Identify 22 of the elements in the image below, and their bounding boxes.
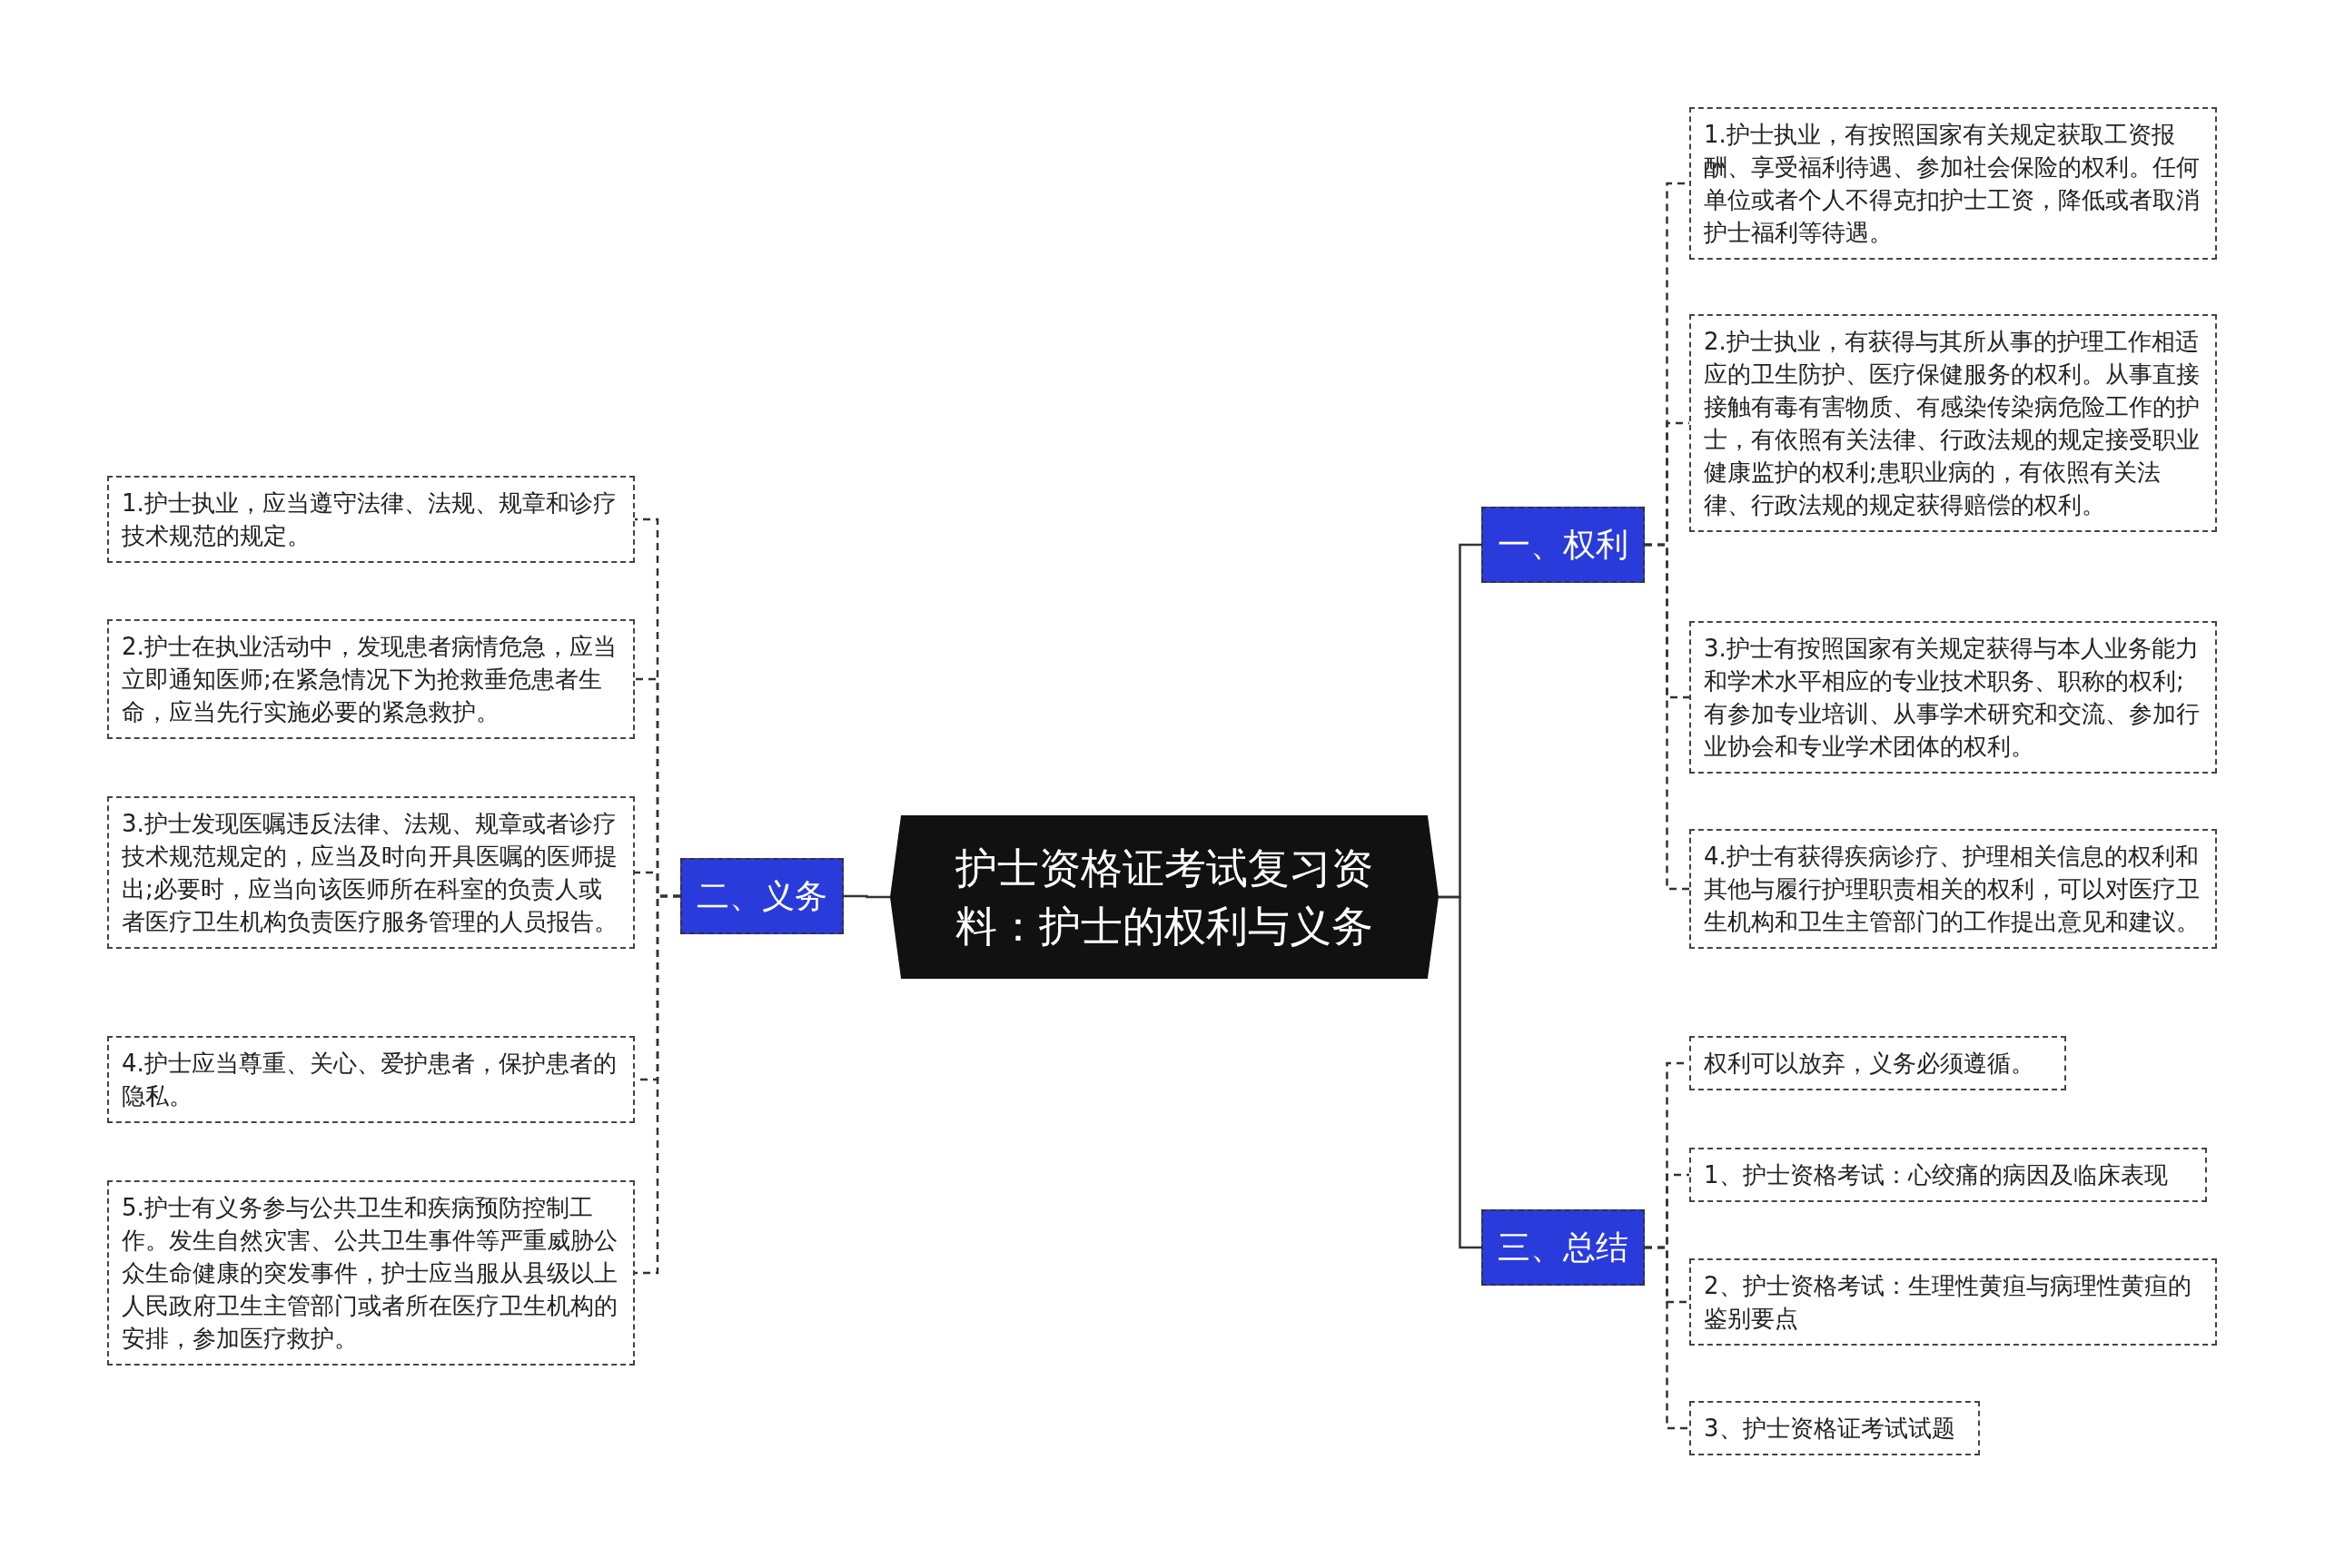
- leaf-topic: 2.护士执业，有获得与其所从事的护理工作相适应的卫生防护、医疗保健服务的权利。从事直接接触有毒有害物质、有感染传染病危险工作的护士，有依照有关法律、行政法规的规定接受职业健康监护的权利;患职业病的，有依照有关法律、行政法规的规定获得赔偿的权利。: [1689, 314, 2217, 532]
- leaf-topic: 1、护士资格考试：心绞痛的病因及临床表现: [1689, 1148, 2207, 1202]
- leaf-topic: 1.护士执业，应当遵守法律、法规、规章和诊疗技术规范的规定。: [107, 476, 635, 563]
- leaf-topic: 1.护士执业，有按照国家有关规定获取工资报酬、享受福利待遇、参加社会保险的权利。任何单位或者个人不得克扣护士工资，降低或者取消护士福利等待遇。: [1689, 107, 2217, 260]
- branch-topic: 一、权利: [1481, 507, 1645, 583]
- connector-line: [1645, 543, 1689, 891]
- central-topic: 护士资格证考试复习资料：护士的权利与义务: [890, 815, 1439, 979]
- connector-line: [1439, 895, 1481, 1249]
- branch-topic: 二、义务: [680, 858, 844, 934]
- leaf-topic: 4.护士有获得疾病诊疗、护理相关信息的权利和其他与履行护理职责相关的权利，可以对医疗卫生机构和卫生主管部门的工作提出意见和建议。: [1689, 829, 2217, 949]
- branch-topic: 三、总结: [1481, 1209, 1645, 1286]
- leaf-topic: 3.护士有按照国家有关规定获得与本人业务能力和学术水平相应的专业技术职务、职称的权利;有参加专业培训、从事学术研究和交流、参加行业协会和专业学术团体的权利。: [1689, 621, 2217, 774]
- leaf-topic: 2.护士在执业活动中，发现患者病情危急，应当立即通知医师;在紧急情况下为抢救垂危患者生命，应当先行实施必要的紧急救护。: [107, 619, 635, 739]
- leaf-topic: 权利可以放弃，义务必须遵循。: [1689, 1036, 2066, 1090]
- leaf-topic: 3、护士资格证考试试题: [1689, 1401, 1980, 1455]
- connector-line: [1645, 1246, 1689, 1430]
- connector-line: [635, 894, 680, 1275]
- leaf-topic: 5.护士有义务参与公共卫生和疾病预防控制工作。发生自然灾害、公共卫生事件等严重威胁公众生命健康的突发事件，护士应当服从县级以上人民政府卫生主管部门或者所在医疗卫生机构的安排，参加医疗救护。: [107, 1180, 635, 1366]
- leaf-topic: 2、护士资格考试：生理性黄疸与病理性黄疸的鉴别要点: [1689, 1258, 2217, 1346]
- connector-line: [844, 894, 890, 899]
- leaf-topic: 4.护士应当尊重、关心、爱护患者，保护患者的隐私。: [107, 1036, 635, 1123]
- leaf-topic: 3.护士发现医嘱违反法律、法规、规章或者诊疗技术规范规定的，应当及时向开具医嘱的医师提出;必要时，应当向该医师所在科室的负责人或者医疗卫生机构负责医疗服务管理的人员报告。: [107, 796, 635, 949]
